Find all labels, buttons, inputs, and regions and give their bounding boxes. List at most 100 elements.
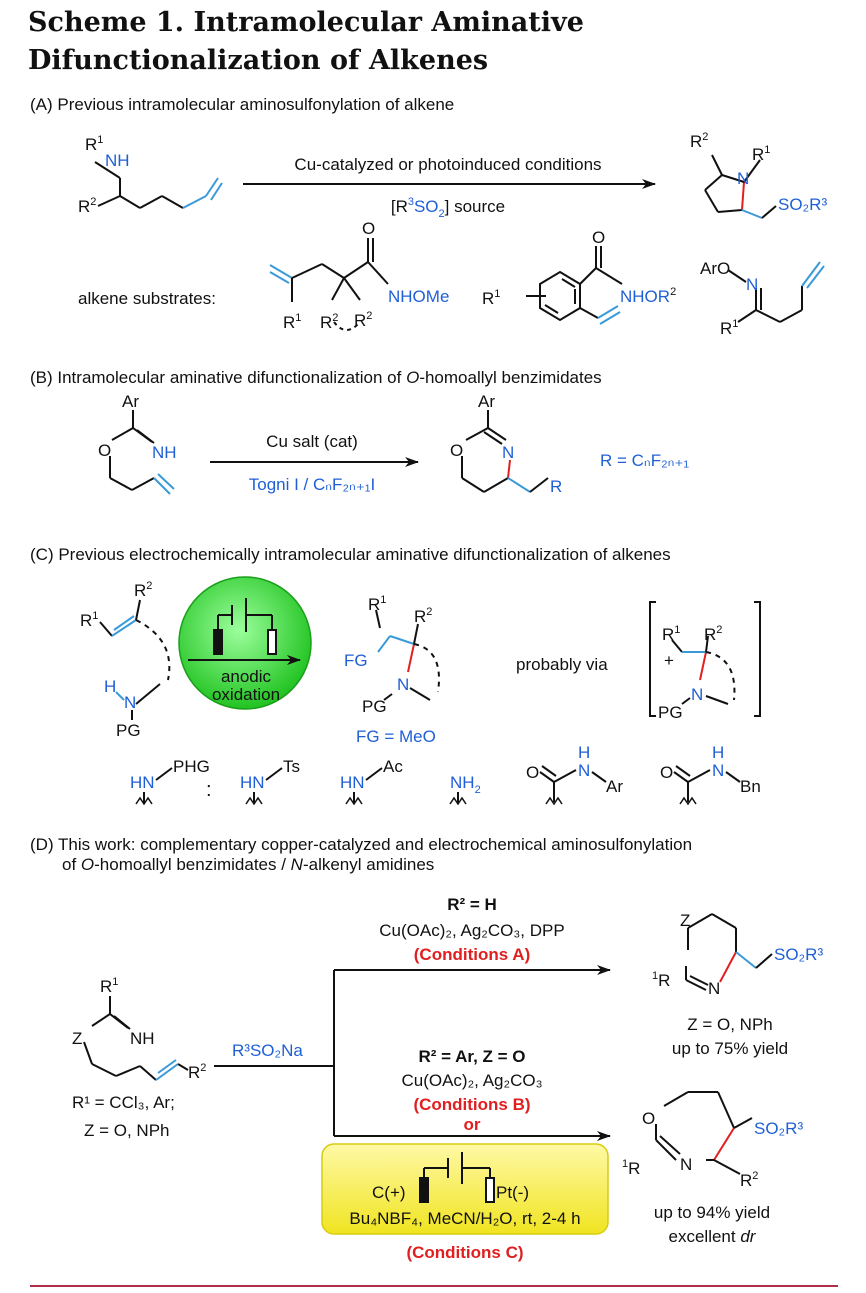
scheme-title: Scheme 1. Intramolecular Aminative Difun…: [28, 7, 584, 76]
electrode-right-label: Pt(-): [496, 1183, 529, 1202]
r-definition: R = CₙF₂ₙ₊₁: [600, 451, 689, 470]
substrate-benzamide: [526, 246, 623, 325]
product-c-r1: R1: [368, 594, 386, 614]
svg-text:N: N: [578, 761, 590, 780]
reagent-label: R³SO₂Na: [232, 1041, 303, 1060]
substrate-ar-label: Ar: [122, 392, 139, 411]
product-c-r2: R2: [414, 606, 432, 626]
svg-text:O: O: [526, 763, 539, 782]
pg-variant-nh2: NH2: [449, 773, 481, 806]
upper-yield: up to 75% yield: [672, 1039, 788, 1058]
upper-product-z: Z: [680, 911, 690, 930]
product-o-b: O: [450, 441, 463, 460]
product-a-n: N: [737, 169, 749, 188]
product-r-b: R: [550, 477, 562, 496]
lower-product-so2r3: SO₂R³: [754, 1119, 803, 1138]
intermediate-r2: R2: [704, 624, 722, 644]
conditions-c-label: (Conditions C): [406, 1243, 523, 1262]
product-c-fg: FG: [344, 651, 368, 670]
circle-line1: anodic: [221, 667, 272, 686]
substrate-d: [83, 996, 189, 1081]
pg-variant-benzyl-urea: O H N Bn: [660, 743, 761, 806]
upper-condition-reagents: Cu(OAc)₂, Ag₂CO₃, DPP: [379, 921, 564, 940]
svg-text:Ar: Ar: [606, 777, 623, 796]
c-r2-label: R2: [134, 580, 152, 600]
pg-phg-label: PHG: [173, 757, 210, 776]
pg-variant-phg: HN PHG :: [130, 757, 212, 806]
section-d: (D) This work: complementary copper-cata…: [30, 835, 823, 1262]
svg-text:O: O: [660, 763, 673, 782]
svg-text:N: N: [712, 761, 724, 780]
svg-text:H: H: [712, 743, 724, 762]
substrate-o-label: O: [362, 219, 375, 238]
arrow-b-bottom-label: Togni I / CₙF₂ₙ₊₁I: [249, 475, 376, 494]
svg-text:NH2: NH2: [450, 773, 481, 796]
intermediate-plus: +: [664, 651, 674, 670]
d-r2-label: R2: [188, 1062, 206, 1082]
substrate-nh-b: NH: [152, 443, 177, 462]
section-d-heading-line2: of O-homoallyl benzimidates / N-alkenyl …: [62, 855, 434, 874]
nh-label: NH: [105, 151, 130, 170]
arrow-a-bottom-label: [R3SO2] source: [391, 196, 505, 220]
electrolysis-cell-icon: [213, 598, 277, 655]
d-z-definition: Z = O, NPh: [84, 1121, 170, 1140]
diastereoselectivity-label: excellent dr: [669, 1227, 757, 1246]
substrate-hydroxamate: [269, 238, 389, 331]
electrode-icon: [419, 1152, 495, 1203]
intermediate-brackets: [649, 601, 761, 717]
benzimidate-substrate: [109, 410, 175, 495]
conditions-b-label: (Conditions B): [413, 1095, 530, 1114]
substrate-r2b-label: R2: [354, 310, 372, 330]
arrow-b-top-label: Cu salt (cat): [266, 432, 358, 451]
alkene-substrates-label: alkene substrates:: [78, 289, 216, 308]
section-c: (C) Previous electrochemically intramole…: [30, 545, 761, 806]
conditions-a-label: (Conditions A): [414, 945, 530, 964]
section-a-substrate: [94, 161, 223, 209]
intermediate-n: N: [691, 685, 703, 704]
d-nh-label: NH: [130, 1029, 155, 1048]
probably-via-label: probably via: [516, 655, 608, 674]
pg-ts-label: Ts: [283, 757, 300, 776]
pg-variant-ts: HN Ts: [240, 757, 300, 806]
alkene-amine-substrate: [99, 599, 171, 720]
pyrrolidine-product: [704, 154, 777, 219]
substrate-o-b: O: [98, 441, 111, 460]
c-n-label: N: [124, 693, 136, 712]
upper-product-n: N: [708, 979, 720, 998]
product-c-pg: PG: [362, 697, 387, 716]
section-b: (B) Intramolecular aminative difunctiona…: [30, 368, 689, 496]
product-a-r2: R2: [690, 131, 708, 151]
svg-text:HN: HN: [340, 773, 365, 792]
nhor2-label: NHOR2: [620, 286, 676, 306]
product-a-so2r3: SO₂R³: [778, 195, 827, 214]
upper-product-r1: 1R: [652, 970, 670, 990]
svg-text:HN: HN: [130, 773, 155, 792]
upper-product-z-def: Z = O, NPh: [687, 1015, 773, 1034]
lower-product-r1: 1R: [622, 1158, 640, 1178]
product-a-r1: R1: [752, 144, 770, 164]
product-n-b: N: [502, 443, 514, 462]
svg-text:HN: HN: [240, 773, 265, 792]
section-a-heading: (A) Previous intramolecular aminosulfony…: [30, 95, 454, 114]
lower-condition-reagents: Cu(OAc)₂, Ag₂CO₃: [401, 1071, 542, 1090]
svg-text:Bn: Bn: [740, 777, 761, 796]
intermediate-pg: PG: [658, 703, 683, 722]
section-c-heading: (C) Previous electrochemically intramole…: [30, 545, 671, 564]
upper-product-ring: [685, 913, 773, 991]
d-r1-definition: R¹ = CCl₃, Ar;: [72, 1093, 175, 1112]
product-c-n: N: [397, 675, 409, 694]
arrow-a-top-label: Cu-catalyzed or photoinduced conditions: [294, 155, 601, 174]
oxime-n-label: N: [746, 275, 758, 294]
upper-product-so2r3: SO₂R³: [774, 945, 823, 964]
oxime-r1-label: R1: [720, 318, 738, 338]
r2-label: R2: [78, 196, 96, 216]
electrochemical-conditions-box: [321, 1143, 609, 1235]
c-pg-label: PG: [116, 721, 141, 740]
product-ar-label: Ar: [478, 392, 495, 411]
d-z-label: Z: [72, 1029, 82, 1048]
benzamide-o-label: O: [592, 228, 605, 247]
section-d-heading-line1: (D) This work: complementary copper-cata…: [30, 835, 692, 854]
anodic-oxidation-circle: [178, 576, 312, 710]
lower-product-ring: [655, 1091, 753, 1175]
